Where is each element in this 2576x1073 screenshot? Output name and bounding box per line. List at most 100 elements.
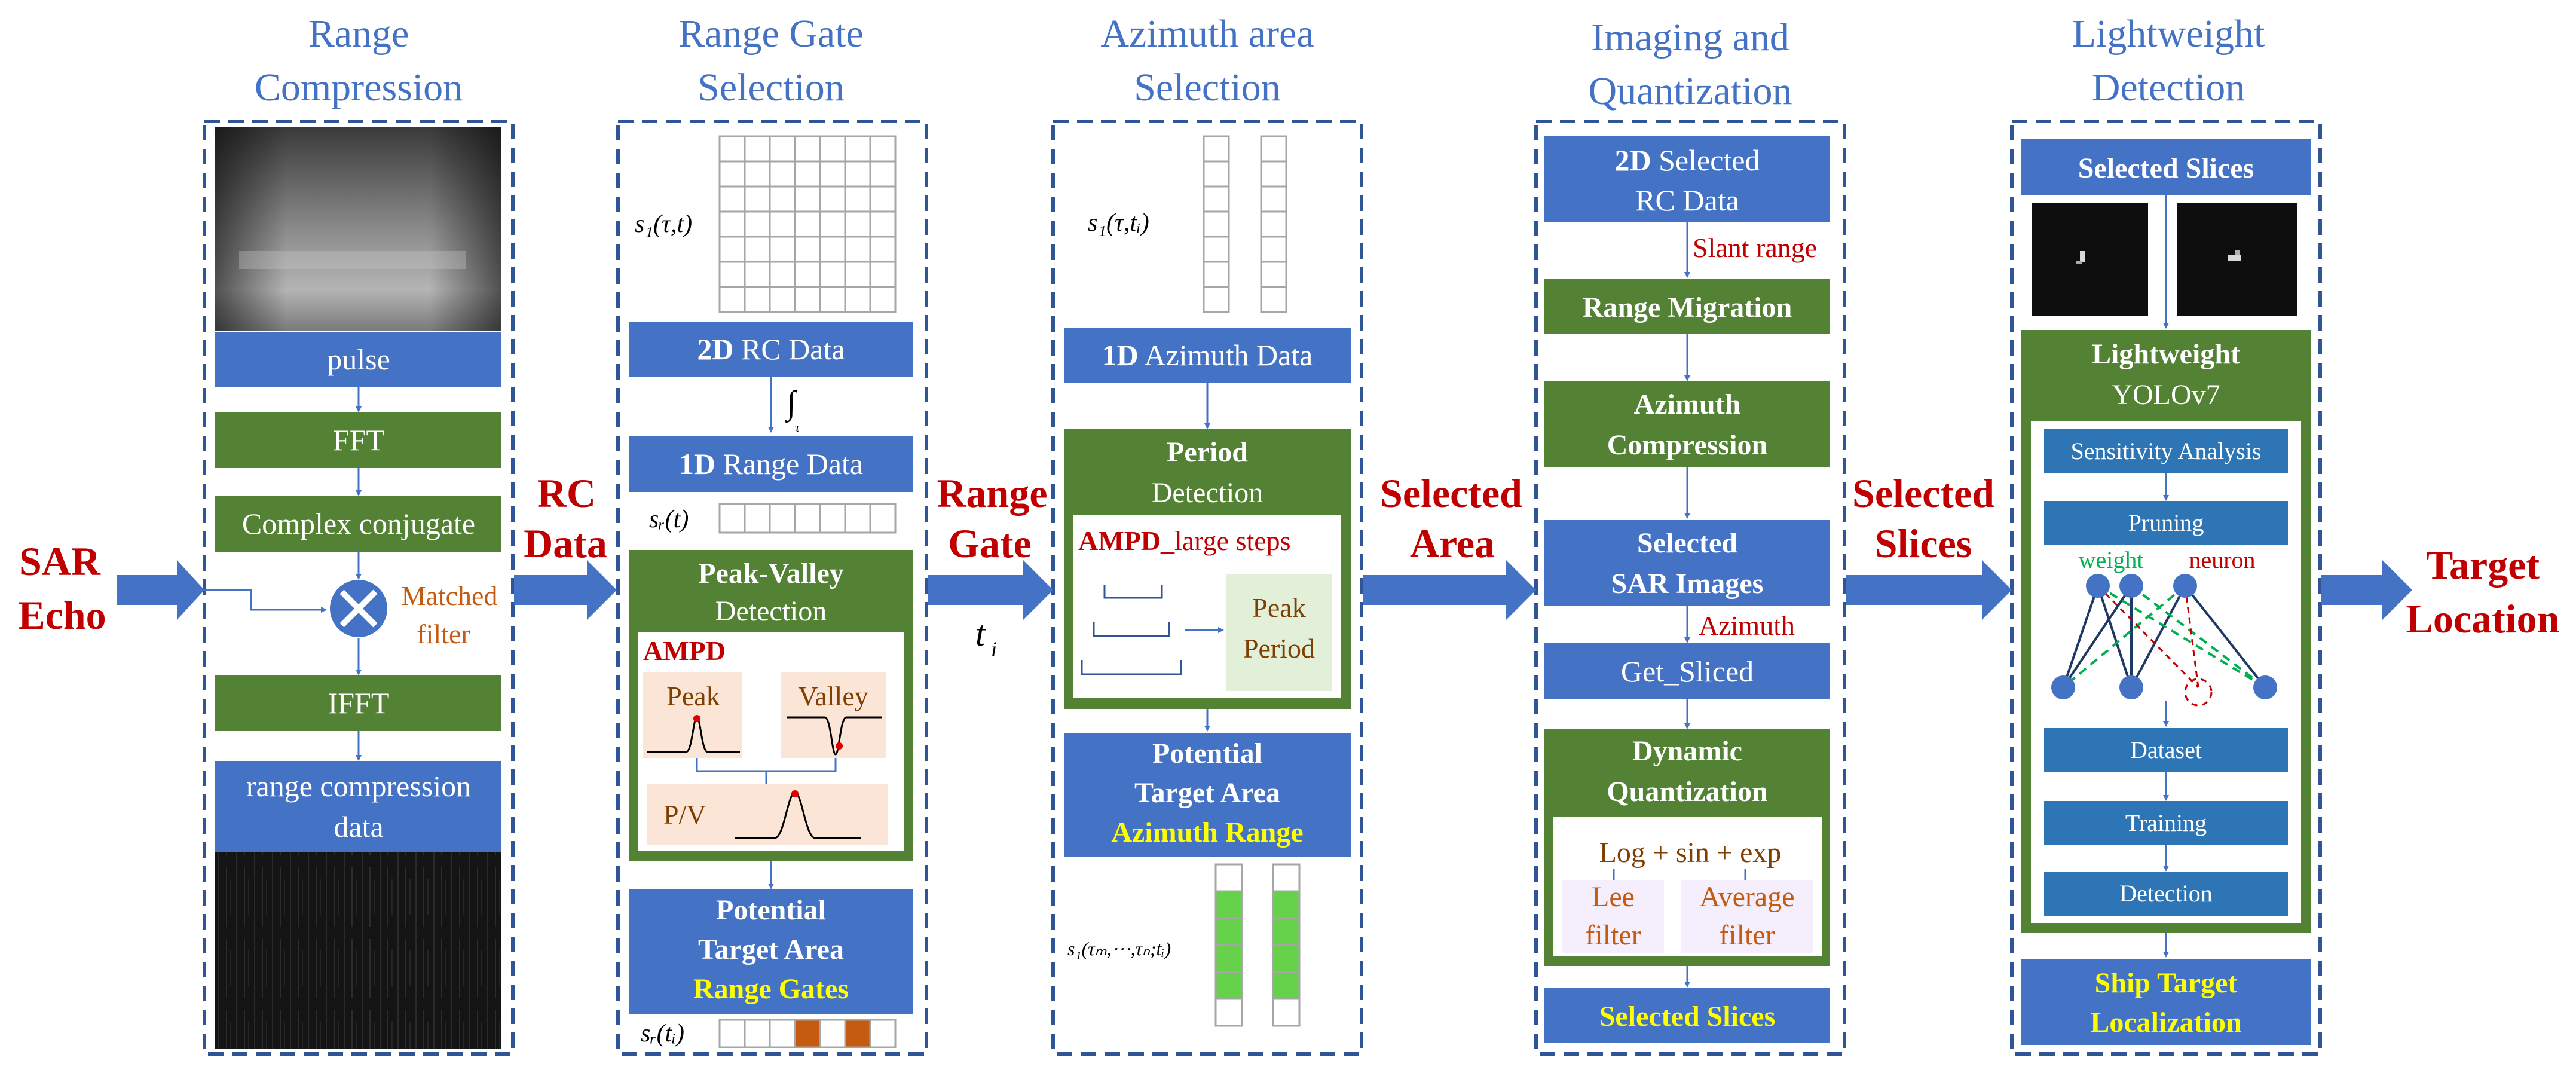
- pruning-label: Pruning: [2128, 509, 2204, 536]
- stage-1-content: pulse FFT Complex conjugate IFFT range c…: [204, 127, 501, 1049]
- arrow-rc: [514, 560, 617, 620]
- slice-image-1: [2032, 203, 2148, 316]
- conj-label: Complex conjugate: [242, 507, 475, 540]
- azimuth-range-label: Azimuth Range: [1111, 817, 1303, 848]
- slice-cell-selected: [1214, 917, 1243, 946]
- sel-sar-label-2: SAR Images: [1611, 568, 1764, 600]
- ampd-large-label: AMPD_large steps: [1078, 525, 1291, 556]
- lee-label-2: filter: [1585, 919, 1641, 951]
- conj-box: [215, 496, 501, 552]
- sel-slices-label: Selected Slices: [2078, 152, 2254, 184]
- sel-slices-box: [2021, 139, 2311, 195]
- output-label-2: Location: [2406, 596, 2560, 641]
- sel-slices-out-label: Selected Slices: [1599, 1001, 1776, 1032]
- lw-title: Lightweight: [2092, 338, 2240, 370]
- rc-2d-box: [629, 322, 913, 377]
- arrow-area: [1363, 560, 1536, 620]
- pulse-box: [215, 332, 501, 387]
- valley-label: Valley: [798, 681, 868, 711]
- stage-5-content: Selected Slices Lightweight YOLOv7 Sensi…: [2021, 139, 2311, 1045]
- stage-title-3: Azimuth area: [1100, 12, 1314, 56]
- pta-range-box: [629, 889, 913, 1014]
- stage-title-4b: Quantization: [1589, 69, 1792, 113]
- stage-box-1: [203, 120, 515, 1056]
- rmig-box: [1544, 279, 1830, 334]
- pta-az-title-2: Target Area: [1134, 777, 1280, 809]
- detection-box: [2044, 872, 2288, 916]
- rc-out-label: range compression: [246, 769, 471, 803]
- slice-label: s₁(τₘ,⋯,τₙ;tᵢ): [1067, 938, 1171, 959]
- stage-title-2b: Selection: [697, 66, 845, 109]
- pta-az-title: Potential: [1152, 738, 1262, 769]
- integral-symbol: ∫: [785, 384, 798, 423]
- slice-cell-selected: [1272, 971, 1301, 1000]
- rc-out-label-2: data: [334, 810, 383, 843]
- peak-period-label: Peak: [1252, 592, 1305, 623]
- rc-2d-sel-box: [1544, 136, 1830, 222]
- az-comp-label-2: Compression: [1607, 429, 1767, 461]
- dq-label-2: Quantization: [1607, 776, 1767, 808]
- sens-box: [2044, 429, 2288, 473]
- lw-sub: YOLOv7: [2112, 379, 2220, 411]
- ship-box: [2021, 959, 2311, 1045]
- stage-box-4: [1534, 120, 1846, 1056]
- pv-sub: Detection: [715, 595, 827, 627]
- gate-cell: [819, 1019, 846, 1048]
- stage-2-content: s₁(τ,t) 2D RC Data ∫ τ 1D Range Data sᵣ(…: [629, 135, 913, 1048]
- dataset-label: Dataset: [2130, 736, 2202, 763]
- avg-panel: [1681, 880, 1813, 953]
- detection-label: Detection: [2119, 880, 2213, 907]
- arrow-input: [117, 560, 204, 620]
- period-title: Period: [1167, 436, 1248, 468]
- sens-label: Sensitivity Analysis: [2071, 438, 2262, 464]
- rc-2d-sel-label-2: RC Data: [1635, 184, 1739, 217]
- az-comp-box: [1544, 381, 1830, 467]
- rc-out-image: [215, 852, 501, 1049]
- slice-columns: [1214, 863, 1301, 1027]
- peak-panel: [643, 672, 742, 758]
- pta-range-title-2: Target Area: [698, 934, 844, 965]
- training-label: Training: [2125, 809, 2207, 836]
- ifft-label: IFFT: [328, 686, 390, 720]
- period-sub: Detection: [1152, 477, 1263, 509]
- dataset-box: [2044, 728, 2288, 772]
- stage-3-content: s₁(τ,tᵢ) 1D Azimuth Data Period Detectio…: [1064, 135, 1351, 1027]
- gate-cell: [869, 1019, 897, 1048]
- slice-cell-selected: [1214, 971, 1243, 1000]
- pv-panel: [647, 784, 888, 845]
- avg-label-2: filter: [1719, 919, 1775, 951]
- input-label: SAR: [19, 539, 101, 584]
- dq-label: Dynamic: [1632, 735, 1742, 767]
- stage-title-1: Range: [308, 12, 409, 56]
- input-label-2: Echo: [18, 592, 106, 638]
- slant-range-label: Slant range: [1693, 233, 1817, 263]
- range-gate-label-2: Gate: [948, 521, 1032, 566]
- slice-cell: [1272, 863, 1301, 892]
- peak-label: Peak: [666, 681, 720, 711]
- ti-sub: i: [991, 637, 997, 661]
- slice-cell-selected: [1272, 944, 1301, 973]
- arrow-gate: [928, 560, 1053, 620]
- rc-2d-label: 2D RC Data: [697, 332, 845, 366]
- stage-title-5b: Detection: [2092, 66, 2245, 109]
- sel-sar-label: Selected: [1637, 527, 1737, 559]
- pulse-label: pulse: [327, 343, 390, 376]
- ti-label: t: [975, 614, 986, 653]
- gate-cell-selected: [794, 1019, 821, 1048]
- slice-cell-selected: [1272, 917, 1301, 946]
- slice-cell: [1214, 998, 1243, 1027]
- avg-label: Average: [1700, 881, 1795, 913]
- rmig-label: Range Migration: [1583, 292, 1792, 323]
- ifft-box: [215, 675, 501, 731]
- neuron-label: neuron: [2189, 546, 2255, 573]
- az-1d-label: 1D Azimuth Data: [1102, 338, 1313, 372]
- fft-box: [215, 412, 501, 468]
- az-matrix-label: s₁(τ,tᵢ): [1088, 209, 1149, 237]
- gate-vector: [718, 1019, 897, 1048]
- range-gate-label: Range: [937, 470, 1047, 516]
- slice-cell-selected: [1214, 944, 1243, 973]
- gate-cell: [718, 1019, 746, 1048]
- az-1d-box: [1064, 328, 1351, 383]
- azimuth-label: Azimuth: [1699, 610, 1795, 641]
- rc-2d-sel-label: 2D Selected: [1615, 143, 1760, 177]
